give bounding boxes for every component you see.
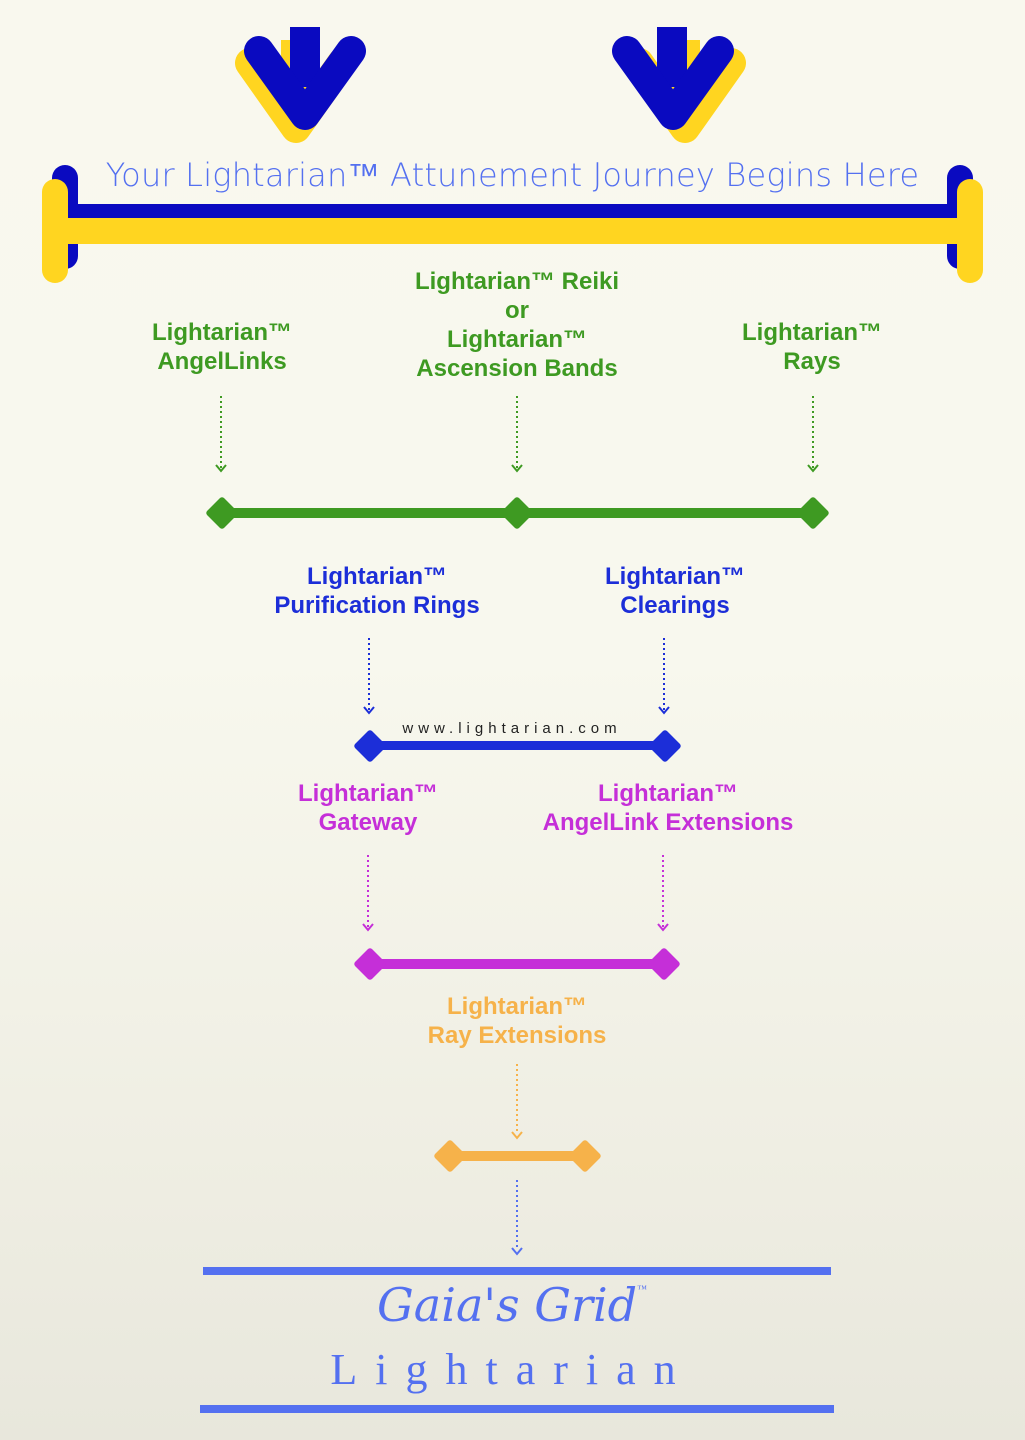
blue-connector-bar bbox=[354, 730, 681, 762]
green-connector-bar bbox=[206, 497, 829, 529]
label-line: AngelLinks bbox=[157, 348, 287, 375]
page-title: Your Lightarian™ Attunement Journey Begi… bbox=[105, 156, 920, 194]
label-line: Gateway bbox=[318, 809, 418, 836]
label-line: Lightarian™ bbox=[741, 319, 883, 346]
lightarian-wordmark: Lightarian bbox=[330, 1345, 694, 1394]
label-ray-extensions: Lightarian™ Ray Extensions bbox=[428, 992, 607, 1050]
down-arrow-icon-left bbox=[235, 27, 366, 143]
label-reiki-or-ascension: Lightarian™ Reiki or Lightarian™ Ascensi… bbox=[415, 267, 619, 383]
label-line: Ascension Bands bbox=[416, 355, 618, 382]
node-diamond bbox=[354, 948, 386, 980]
node-diamond bbox=[569, 1140, 601, 1172]
header-bar bbox=[42, 165, 983, 283]
label-line: Lightarian™ bbox=[604, 563, 746, 590]
footer-top-rule bbox=[203, 1267, 831, 1275]
logo-script-text: Gaia's Grid bbox=[377, 1278, 638, 1332]
magenta-connector-bar bbox=[354, 948, 680, 980]
gaias-grid-logo: Gaia's Grid™ bbox=[377, 1278, 647, 1332]
label-clearings: Lightarian™ Clearings bbox=[605, 562, 745, 620]
node-diamond bbox=[354, 730, 386, 762]
label-line: Lightarian™ bbox=[297, 780, 439, 807]
node-diamond bbox=[797, 497, 829, 529]
footer-bottom-rule bbox=[200, 1405, 834, 1413]
label-gateway: Lightarian™ Gateway bbox=[298, 779, 438, 837]
label-line: Ray Extensions bbox=[427, 1022, 607, 1049]
website-link[interactable]: www.lightarian.com bbox=[402, 720, 622, 737]
label-line: Lightarian™ bbox=[446, 993, 588, 1020]
label-line: Lightarian™ bbox=[306, 563, 448, 590]
label-line: Clearings bbox=[620, 592, 730, 619]
label-rays: Lightarian™ Rays bbox=[742, 318, 882, 376]
label-angellinks: Lightarian™ AngelLinks bbox=[152, 318, 292, 376]
node-diamond bbox=[501, 497, 533, 529]
down-arrow-icon-right bbox=[612, 27, 746, 143]
node-diamond bbox=[434, 1140, 466, 1172]
label-line: Lightarian™ bbox=[151, 319, 293, 346]
label-angellink-extensions: Lightarian™ AngelLink Extensions bbox=[543, 779, 794, 837]
label-line: Purification Rings bbox=[274, 592, 480, 619]
label-purification-rings: Lightarian™ Purification Rings bbox=[274, 562, 479, 620]
node-diamond bbox=[206, 497, 238, 529]
node-diamond bbox=[649, 730, 681, 762]
label-line: Rays bbox=[783, 348, 841, 375]
label-line: or bbox=[504, 297, 529, 324]
label-line: Lightarian™ bbox=[597, 780, 738, 807]
orange-connector-bar bbox=[434, 1140, 601, 1172]
label-line: Lightarian™ Reiki bbox=[414, 268, 620, 295]
trademark-mark: ™ bbox=[637, 1284, 647, 1295]
label-line: Lightarian™ bbox=[446, 326, 588, 353]
node-diamond bbox=[648, 948, 680, 980]
label-line: AngelLink Extensions bbox=[542, 809, 794, 836]
